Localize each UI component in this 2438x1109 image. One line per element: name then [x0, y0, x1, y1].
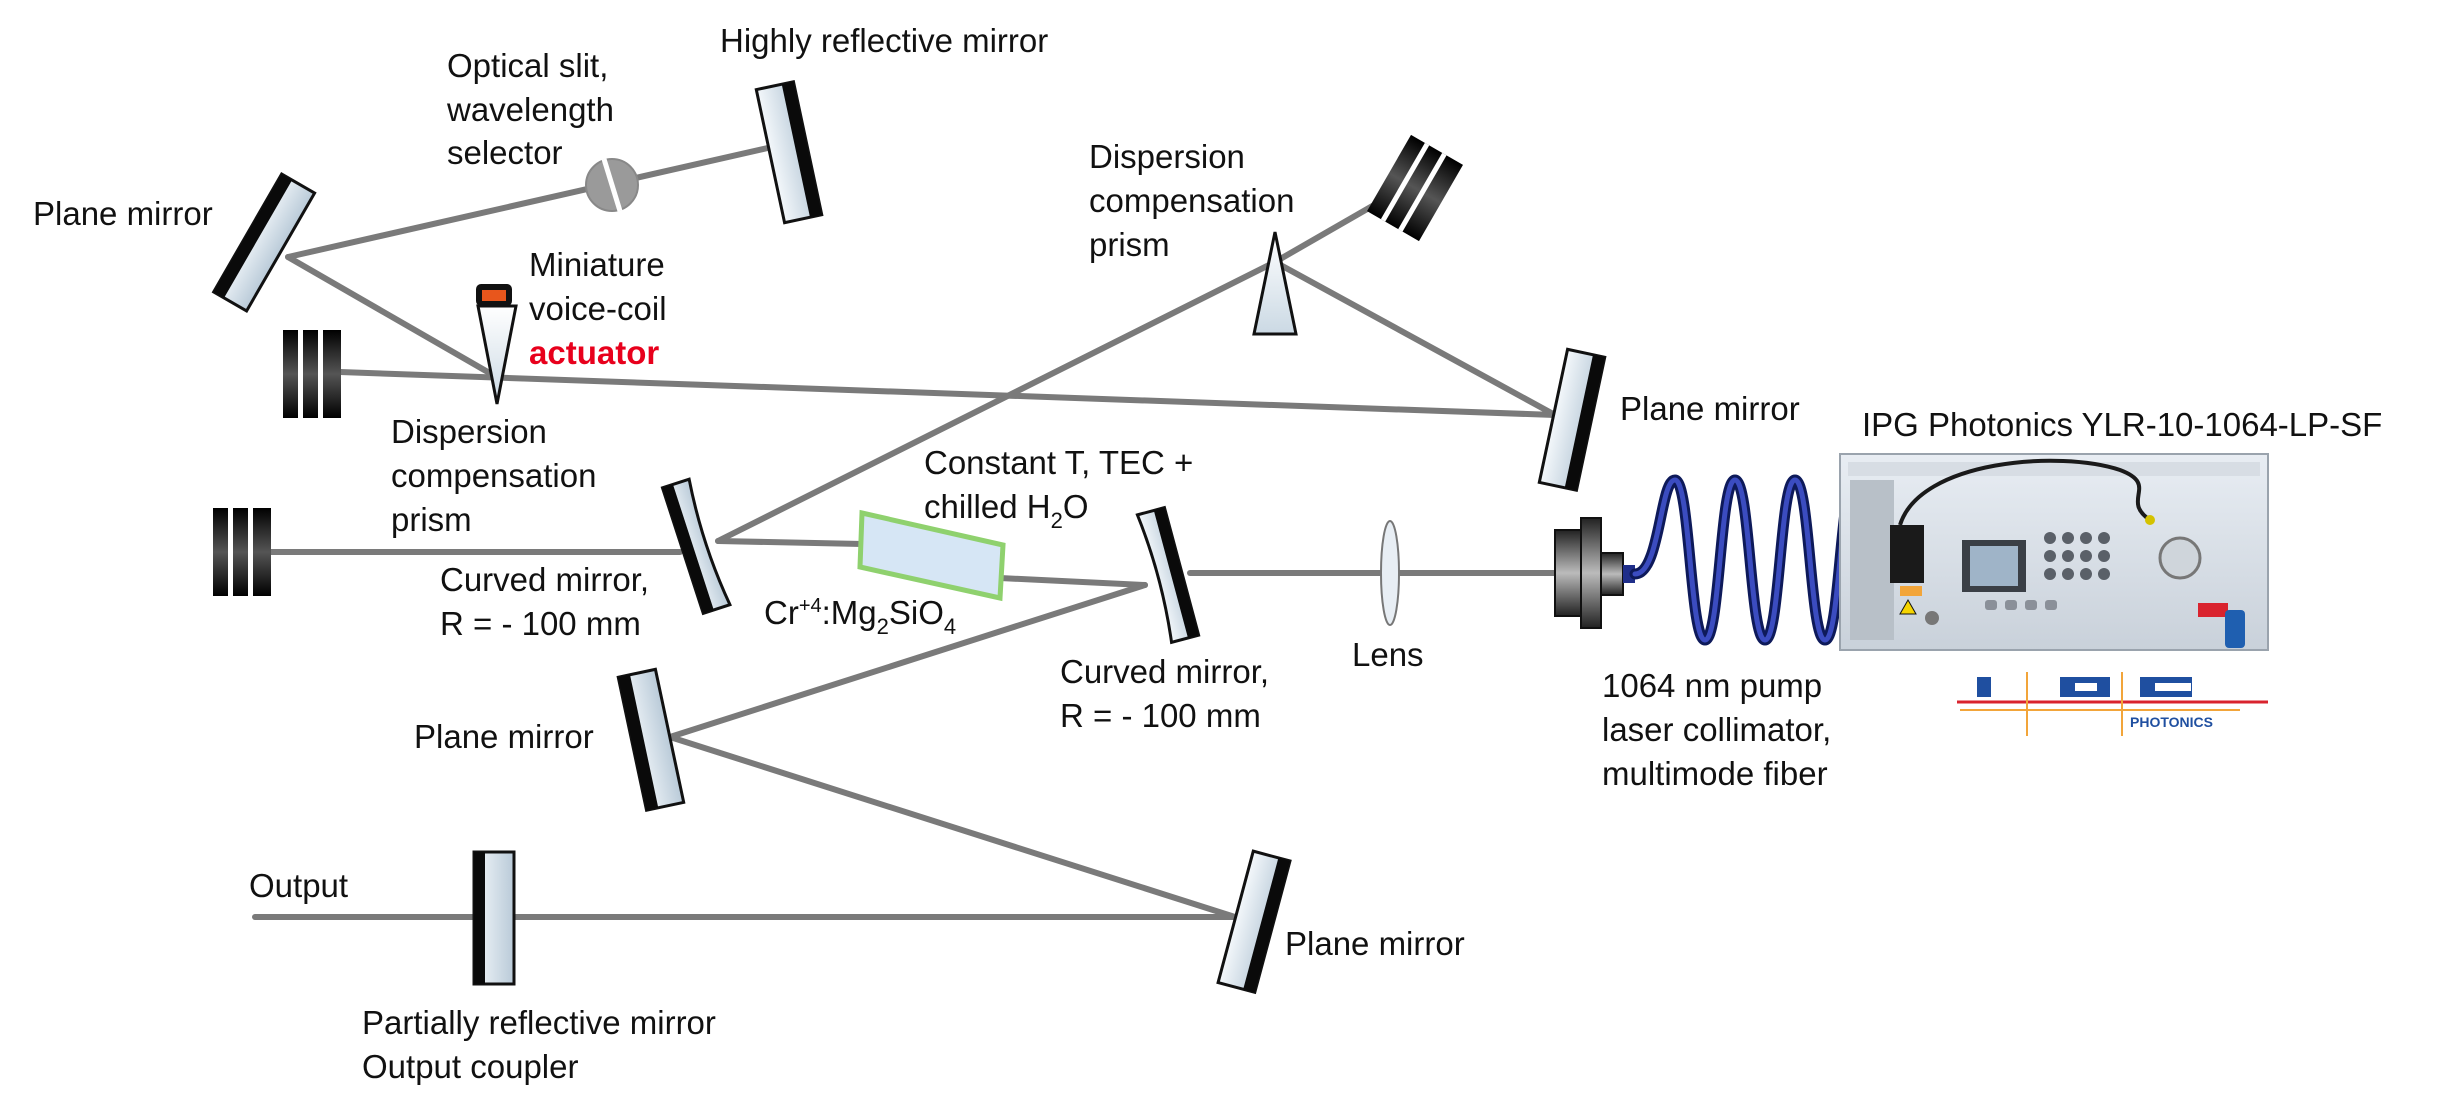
label-pump-2: laser collimator, — [1602, 711, 1831, 748]
label-curved-right-2: R = - 100 mm — [1060, 697, 1261, 734]
label-plane-mirror-top: Plane mirror — [33, 195, 213, 232]
optical-slit — [585, 158, 639, 212]
beam-plane-to-hr — [285, 144, 775, 260]
beam-paths — [252, 144, 1558, 920]
plane-mirror-mid — [616, 667, 686, 813]
curved-mirror-left — [660, 477, 732, 616]
beam-plane-to-prism — [285, 254, 496, 378]
label-optical-slit-2: wavelength — [446, 91, 614, 128]
highly-reflective-mirror — [754, 79, 824, 225]
beam-top-prism-to-plane — [1272, 259, 1558, 418]
beam-dump-lower-left — [213, 508, 271, 596]
laser-knob — [2158, 536, 2202, 580]
label-output: Output — [249, 867, 348, 904]
label-disp-prism-top-3: prism — [1089, 226, 1170, 263]
plane-mirror-top — [211, 172, 317, 313]
label-pump-3: multimode fiber — [1602, 755, 1828, 792]
beam-crystal-to-curved-right — [997, 575, 1148, 588]
label-actuator: actuator — [529, 334, 659, 371]
beam-curved-to-top-prism — [715, 259, 1278, 544]
label-crystal: Cr+4:Mg2SiO4 — [764, 594, 956, 639]
label-output-coupler: Output coupler — [362, 1048, 578, 1085]
label-disp-prism-left-1: Dispersion — [391, 413, 547, 450]
dispersion-prism-left — [476, 284, 518, 405]
label-lens: Lens — [1352, 636, 1424, 673]
label-curved-right-1: Curved mirror, — [1060, 653, 1269, 690]
label-disp-prism-left-2: compensation — [391, 457, 596, 494]
keypad — [2044, 532, 2110, 580]
label-optical-slit-3: selector — [447, 134, 563, 171]
label-voice-coil: voice-coil — [529, 290, 667, 327]
label-plane-mirror-mid: Plane mirror — [414, 718, 594, 755]
logo-photonics-text: PHOTONICS — [2130, 714, 2213, 730]
beam-plane-mid-to-bottom — [667, 734, 1238, 920]
dispersion-prism-top — [1252, 231, 1298, 336]
label-constant-t: Constant T, TEC + — [924, 444, 1193, 481]
label-chilled-water: chilled H2O — [924, 488, 1088, 533]
label-curved-left-2: R = - 100 mm — [440, 605, 641, 642]
label-plane-mirror-bottom: Plane mirror — [1285, 925, 1465, 962]
label-plane-mirror-right: Plane mirror — [1620, 390, 1800, 427]
ipg-logo: PHOTONICS — [1957, 672, 2268, 736]
labels: Optical slit, wavelength selector Highly… — [33, 22, 2382, 1085]
beam-curved-right-to-plane-mid — [667, 582, 1148, 740]
label-miniature: Miniature — [529, 246, 665, 283]
label-curved-left-1: Curved mirror, — [440, 561, 649, 598]
plane-mirror-bottom — [1216, 849, 1292, 995]
plane-mirror-right — [1537, 347, 1607, 493]
cr-forsterite-crystal — [857, 509, 1006, 602]
label-disp-prism-top-1: Dispersion — [1089, 138, 1245, 175]
beam-dump-top-right — [1367, 134, 1463, 242]
label-laser-title: IPG Photonics YLR-10-1064-LP-SF — [1862, 406, 2382, 443]
label-disp-prism-left-3: prism — [391, 501, 472, 538]
beam-curved-to-crystal — [715, 538, 865, 547]
lens — [1380, 520, 1400, 626]
ipg-laser-unit — [1839, 453, 2269, 651]
beam-left-stack-to-plane — [337, 369, 1558, 418]
beam-dump-upper-left — [283, 330, 341, 418]
label-disp-prism-top-2: compensation — [1089, 182, 1294, 219]
label-optical-slit-1: Optical slit, — [447, 47, 608, 84]
curved-mirror-right — [1135, 505, 1201, 645]
pump-collimator — [1554, 517, 1635, 629]
label-pump-1: 1064 nm pump — [1602, 667, 1822, 704]
label-highly-reflective: Highly reflective mirror — [720, 22, 1048, 59]
label-partial-mirror: Partially reflective mirror — [362, 1004, 716, 1041]
output-coupler-mirror — [472, 850, 516, 986]
